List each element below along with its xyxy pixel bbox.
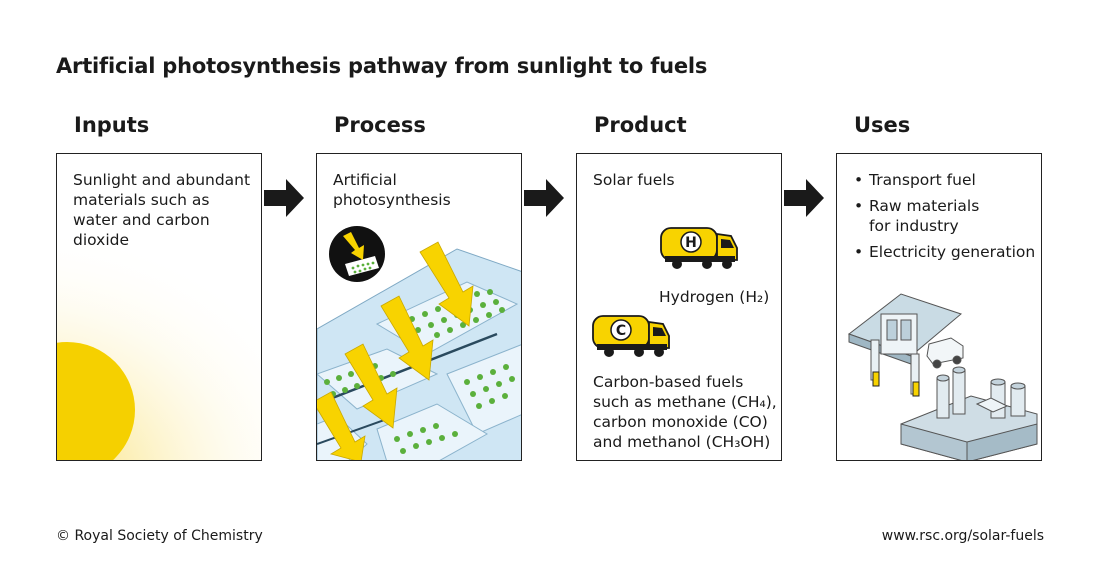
process-box: Artificial photosynthesis [316,153,522,461]
sun-illustration [57,224,261,460]
product-heading: Product [594,113,687,137]
footer-url: www.rsc.org/solar-fuels [881,528,1044,544]
inputs-box: Sunlight and abundant materials such as … [56,153,262,461]
catalyst-inset-icon [329,226,385,282]
inputs-text: Sunlight and abundant materials such as … [73,171,251,249]
sun-disc [57,342,135,460]
arrow-right-icon [264,179,304,217]
process-text: Artificial photosynthesis [333,171,451,209]
uses-list-item: Electricity generation [853,242,1039,262]
product-box: Solar fuels H Hydrogen (H₂) C Carbon-bas… [576,153,782,461]
carbon-tanker-icon: C [592,315,670,357]
uses-heading: Uses [854,113,911,137]
carbon-label-line: carbon monoxide (CO) [593,413,768,431]
carbon-fuels-label: Carbon-based fuels such as methane (CH₄)… [593,372,779,452]
carbon-label-line: Carbon-based fuels [593,373,744,391]
inputs-heading: Inputs [74,113,150,137]
fuel-station-and-power-plant-illustration [847,293,1038,460]
uses-list-item: Transport fuel [853,170,1039,190]
process-heading: Process [334,113,426,137]
uses-box: Transport fuel Raw materials for industr… [836,153,1042,461]
hydrogen-tanker-icon: H [660,227,738,269]
copyright-notice: © Royal Society of Chemistry [56,528,263,544]
uses-list-item: Raw materials for industry [853,196,1039,236]
uses-list: Transport fuel Raw materials for industr… [853,170,1039,262]
hydrogen-label: Hydrogen (H₂) [659,288,770,306]
arrow-right-icon [524,179,564,217]
uses-list-wrap: Transport fuel Raw materials for industr… [853,170,1039,268]
diagram-title: Artificial photosynthesis pathway from s… [56,54,708,78]
hydrogen-badge: H [685,235,697,251]
arrow-right-icon [784,179,824,217]
carbon-badge: C [616,323,626,339]
sunlight-arrows [317,241,474,460]
product-text: Solar fuels [593,171,675,189]
carbon-label-line: and methanol (CH₃OH) [593,433,771,451]
carbon-label-line: such as methane (CH₄), [593,393,777,411]
photosynthesis-panel-illustration [317,226,521,460]
